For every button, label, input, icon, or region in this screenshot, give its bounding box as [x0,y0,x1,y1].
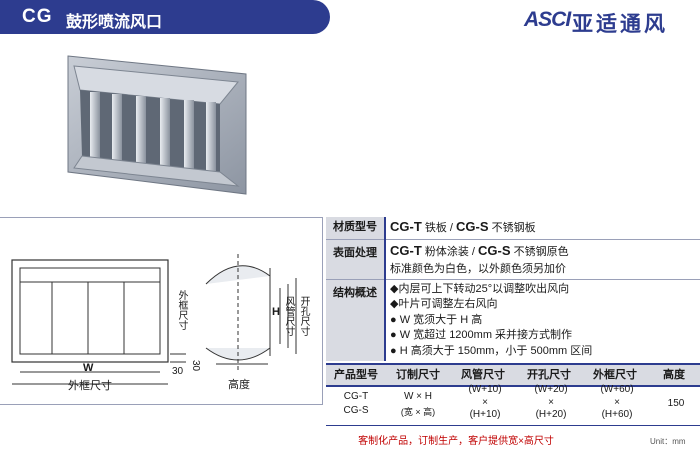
louver-blades [90,92,216,172]
structure-row: 结构概述 ◆内层可上下转动25°以调整吹出风向 ◆叶片可调整左右风向 ● W 宽… [326,279,700,361]
structure-item: ● H 高须大于 150mm，小于 500mm 区间 [390,344,593,357]
finish-note: 标准颜色为白色，以外颜色须另加价 [390,262,566,275]
product-name: 鼓形喷流风口 [66,14,163,31]
table-bottom-rule [326,425,700,426]
structure-value: ◆内层可上下转动25°以调整吹出风向 ◆叶片可调整左右风向 ● W 宽须大于 H… [385,279,700,361]
outer-bottom: (H+60) [601,409,633,420]
finish-s-text: 不锈钢原色 [513,245,569,258]
material-label: 材质型号 [326,217,386,240]
material-value: CG-T 铁板 / CG-S 不锈钢板 [385,217,700,240]
height-value: 150 [667,398,685,409]
finish-value: CG-T 粉体涂装 / CG-S 不锈钢原色 标准颜色为白色，以外颜色须另加价 [385,239,700,280]
header-model: 产品型号 [334,369,378,381]
material-row: 材质型号 CG-T 铁板 / CG-S 不锈钢板 [326,217,700,240]
brand-name: 亚适通风 [572,13,668,36]
header-outer-size: 外框尺寸 [593,369,637,381]
header-duct-size: 风管尺寸 [461,369,505,381]
custom-size: W × H [403,391,433,402]
structure-item: ● W 宽超过 1200mm 采并接方式制作 [390,329,573,341]
opening-x: × [548,397,554,408]
material-s-model: CG-S [456,219,489,234]
outer-top: (W+60) [600,384,634,395]
opening-top: (W+20) [534,384,568,395]
brand-logo: ASCI [524,8,571,31]
dim-30-side: 30 [190,360,201,372]
custom-notice: 客制化产品，订制生产，客户提供宽×高尺寸 [358,436,554,447]
header-height: 高度 [663,369,685,381]
opening-size-label: 开孔尺寸 [298,296,309,336]
model-s: CG-S [343,405,369,416]
custom-size-note: (宽 × 高) [400,407,436,417]
unit-label: Unit：mm [650,437,686,446]
height-dim-label: H [272,306,280,318]
outer-x: × [614,397,620,408]
header-opening-size: 开孔尺寸 [527,369,571,381]
front-view-drawing [11,259,186,385]
finish-row: 表面处理 CG-T 粉体涂装 / CG-S 不锈钢原色 标准颜色为白色，以外颜色… [326,239,700,280]
material-t-text: 铁板 / [424,222,453,234]
dim-30-bottom: 30 [172,366,184,377]
structure-item: ◆叶片可调整左右风向 [390,298,498,310]
width-dim-label: W [83,362,94,374]
model-t: CG-T [343,391,369,402]
model-table-header: 产品型号 订制尺寸 风管尺寸 开孔尺寸 外框尺寸 高度 [326,363,700,387]
opening-bottom: (H+20) [535,409,567,420]
depth-label: 高度 [228,379,250,391]
duct-bottom: (H+10) [469,409,501,420]
duct-top: (W+10) [468,384,502,395]
finish-t-model: CG-T [390,242,422,258]
drawing-frame [0,217,323,405]
outer-height-label: 外框尺寸 [176,290,187,330]
outer-width-label: 外框尺寸 [68,380,112,392]
product-code: CG [22,6,53,27]
finish-s-model: CG-S [478,242,511,258]
finish-label: 表面处理 [326,239,386,280]
duct-size-label: 风管尺寸 [283,296,294,336]
duct-x: × [482,397,488,408]
header-custom-size: 订制尺寸 [396,369,440,381]
spec-table: 材质型号 CG-T 铁板 / CG-S 不锈钢板 表面处理 CG-T 粉体涂装 … [326,217,700,361]
structure-label: 结构概述 [326,279,386,361]
structure-item: ◆内层可上下转动25°以调整吹出风向 [390,282,570,295]
material-s-text: 不锈钢板 [491,222,536,234]
structure-item: ● W 宽须大于 H 高 [390,313,483,326]
side-view-drawing [205,254,297,372]
material-t-model: CG-T [390,219,422,234]
title-bar [0,0,330,34]
finish-t-text: 粉体涂装 / [424,245,475,258]
product-image [67,55,247,195]
